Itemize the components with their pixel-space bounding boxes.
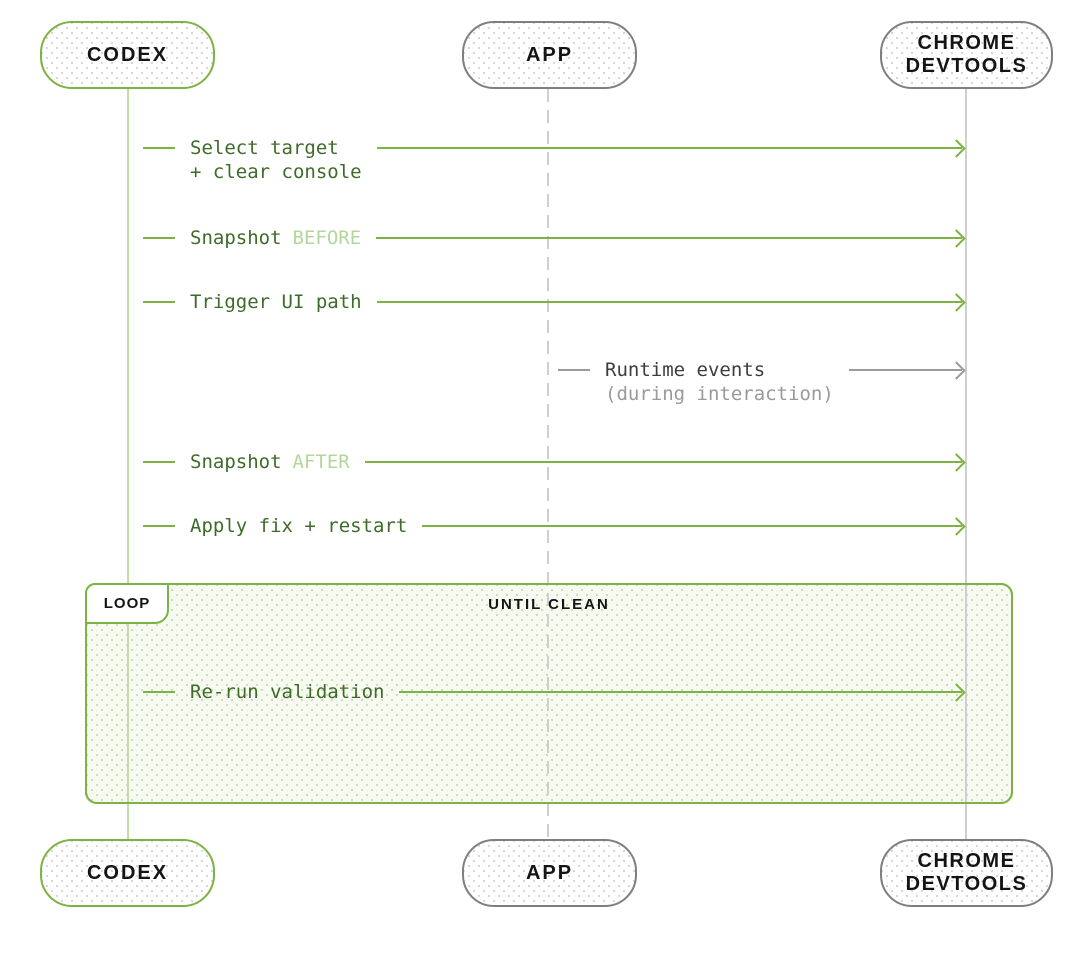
- message-label: Apply fix + restart: [190, 514, 407, 538]
- actor-devtools-top-label2: DEVTOOLS: [905, 55, 1028, 77]
- loop-condition: UNTIL CLEAN: [488, 596, 610, 613]
- actor-codex-top-label: CODEX: [86, 43, 169, 66]
- actor-codex-top: CODEX: [40, 21, 215, 89]
- message-text-line2: + clear console: [190, 161, 362, 183]
- message-accent-text: AFTER: [292, 451, 350, 473]
- actor-devtools-top-label1: CHROME: [917, 32, 1016, 54]
- message-text: Re-run validation: [190, 681, 385, 703]
- actor-devtools-bottom: CHROME DEVTOOLS: [880, 839, 1053, 907]
- message-start-tick: [143, 525, 175, 527]
- message-runtime-events: Runtime events (during interaction): [558, 358, 966, 406]
- arrow-shaft: [376, 226, 966, 250]
- message-start-tick: [143, 691, 175, 693]
- message-label: Snapshot BEFORE: [190, 226, 361, 250]
- arrow-line: [848, 369, 962, 371]
- arrow-line: [422, 525, 962, 527]
- arrowhead-icon: [947, 138, 966, 158]
- actor-codex-bottom-label: CODEX: [86, 861, 169, 884]
- message-start-tick: [143, 237, 175, 239]
- message-label: Select target + clear console: [190, 136, 362, 184]
- message-snapshot-before: Snapshot BEFORE: [143, 226, 966, 250]
- arrow-shaft: [364, 450, 966, 474]
- lifeline-devtools: [965, 89, 967, 839]
- message-start-tick: [143, 147, 175, 149]
- actor-devtools-bottom-label1: CHROME: [917, 850, 1016, 872]
- message-snapshot-after: Snapshot AFTER: [143, 450, 966, 474]
- arrow-line: [376, 147, 962, 149]
- arrowhead-icon: [947, 360, 966, 380]
- actor-app-top-label: APP: [525, 43, 574, 66]
- loop-frame-fill: [85, 583, 1013, 804]
- lifeline-app: [547, 89, 549, 839]
- arrowhead-icon: [947, 516, 966, 536]
- message-label: Trigger UI path: [190, 290, 362, 314]
- message-label: Snapshot AFTER: [190, 450, 350, 474]
- message-accent-text: BEFORE: [292, 227, 362, 249]
- loop-label-text: LOOP: [103, 595, 151, 612]
- actor-devtools-bottom-label2: DEVTOOLS: [905, 873, 1028, 895]
- message-text: Trigger UI path: [190, 291, 362, 313]
- arrow-line: [376, 301, 962, 303]
- actor-codex-bottom: CODEX: [40, 839, 215, 907]
- arrowhead-icon: [947, 228, 966, 248]
- arrow-shaft: [399, 680, 966, 704]
- message-apply-fix-restart: Apply fix + restart: [143, 514, 966, 538]
- arrow-shaft: [848, 358, 966, 382]
- lifeline-codex: [127, 89, 129, 839]
- actor-app-top: APP: [462, 21, 637, 89]
- actor-app-bottom-label: APP: [525, 861, 574, 884]
- message-start-tick: [143, 301, 175, 303]
- arrowhead-icon: [947, 682, 966, 702]
- message-start-tick: [558, 369, 590, 371]
- arrow-shaft: [376, 290, 966, 314]
- arrow-shaft: [422, 514, 966, 538]
- message-label: Runtime events (during interaction): [605, 358, 834, 406]
- arrow-line: [364, 461, 962, 463]
- arrow-shaft: [376, 136, 966, 160]
- message-rerun-validation: Re-run validation: [143, 680, 966, 704]
- message-text-line2: (during interaction): [605, 383, 834, 405]
- actor-app-bottom: APP: [462, 839, 637, 907]
- message-text: Select target: [190, 137, 339, 159]
- arrowhead-icon: [947, 452, 966, 472]
- message-text: Apply fix + restart: [190, 515, 408, 537]
- message-text: Runtime events: [605, 359, 766, 381]
- loop-label: LOOP: [85, 583, 169, 624]
- message-start-tick: [143, 461, 175, 463]
- message-label: Re-run validation: [190, 680, 384, 704]
- actor-devtools-top: CHROME DEVTOOLS: [880, 21, 1053, 89]
- arrow-line: [399, 691, 962, 693]
- message-trigger-ui-path: Trigger UI path: [143, 290, 966, 314]
- message-text: Snapshot: [190, 451, 282, 473]
- arrow-line: [376, 237, 962, 239]
- arrowhead-icon: [947, 292, 966, 312]
- message-select-target: Select target + clear console: [143, 136, 966, 184]
- message-text: Snapshot: [190, 227, 282, 249]
